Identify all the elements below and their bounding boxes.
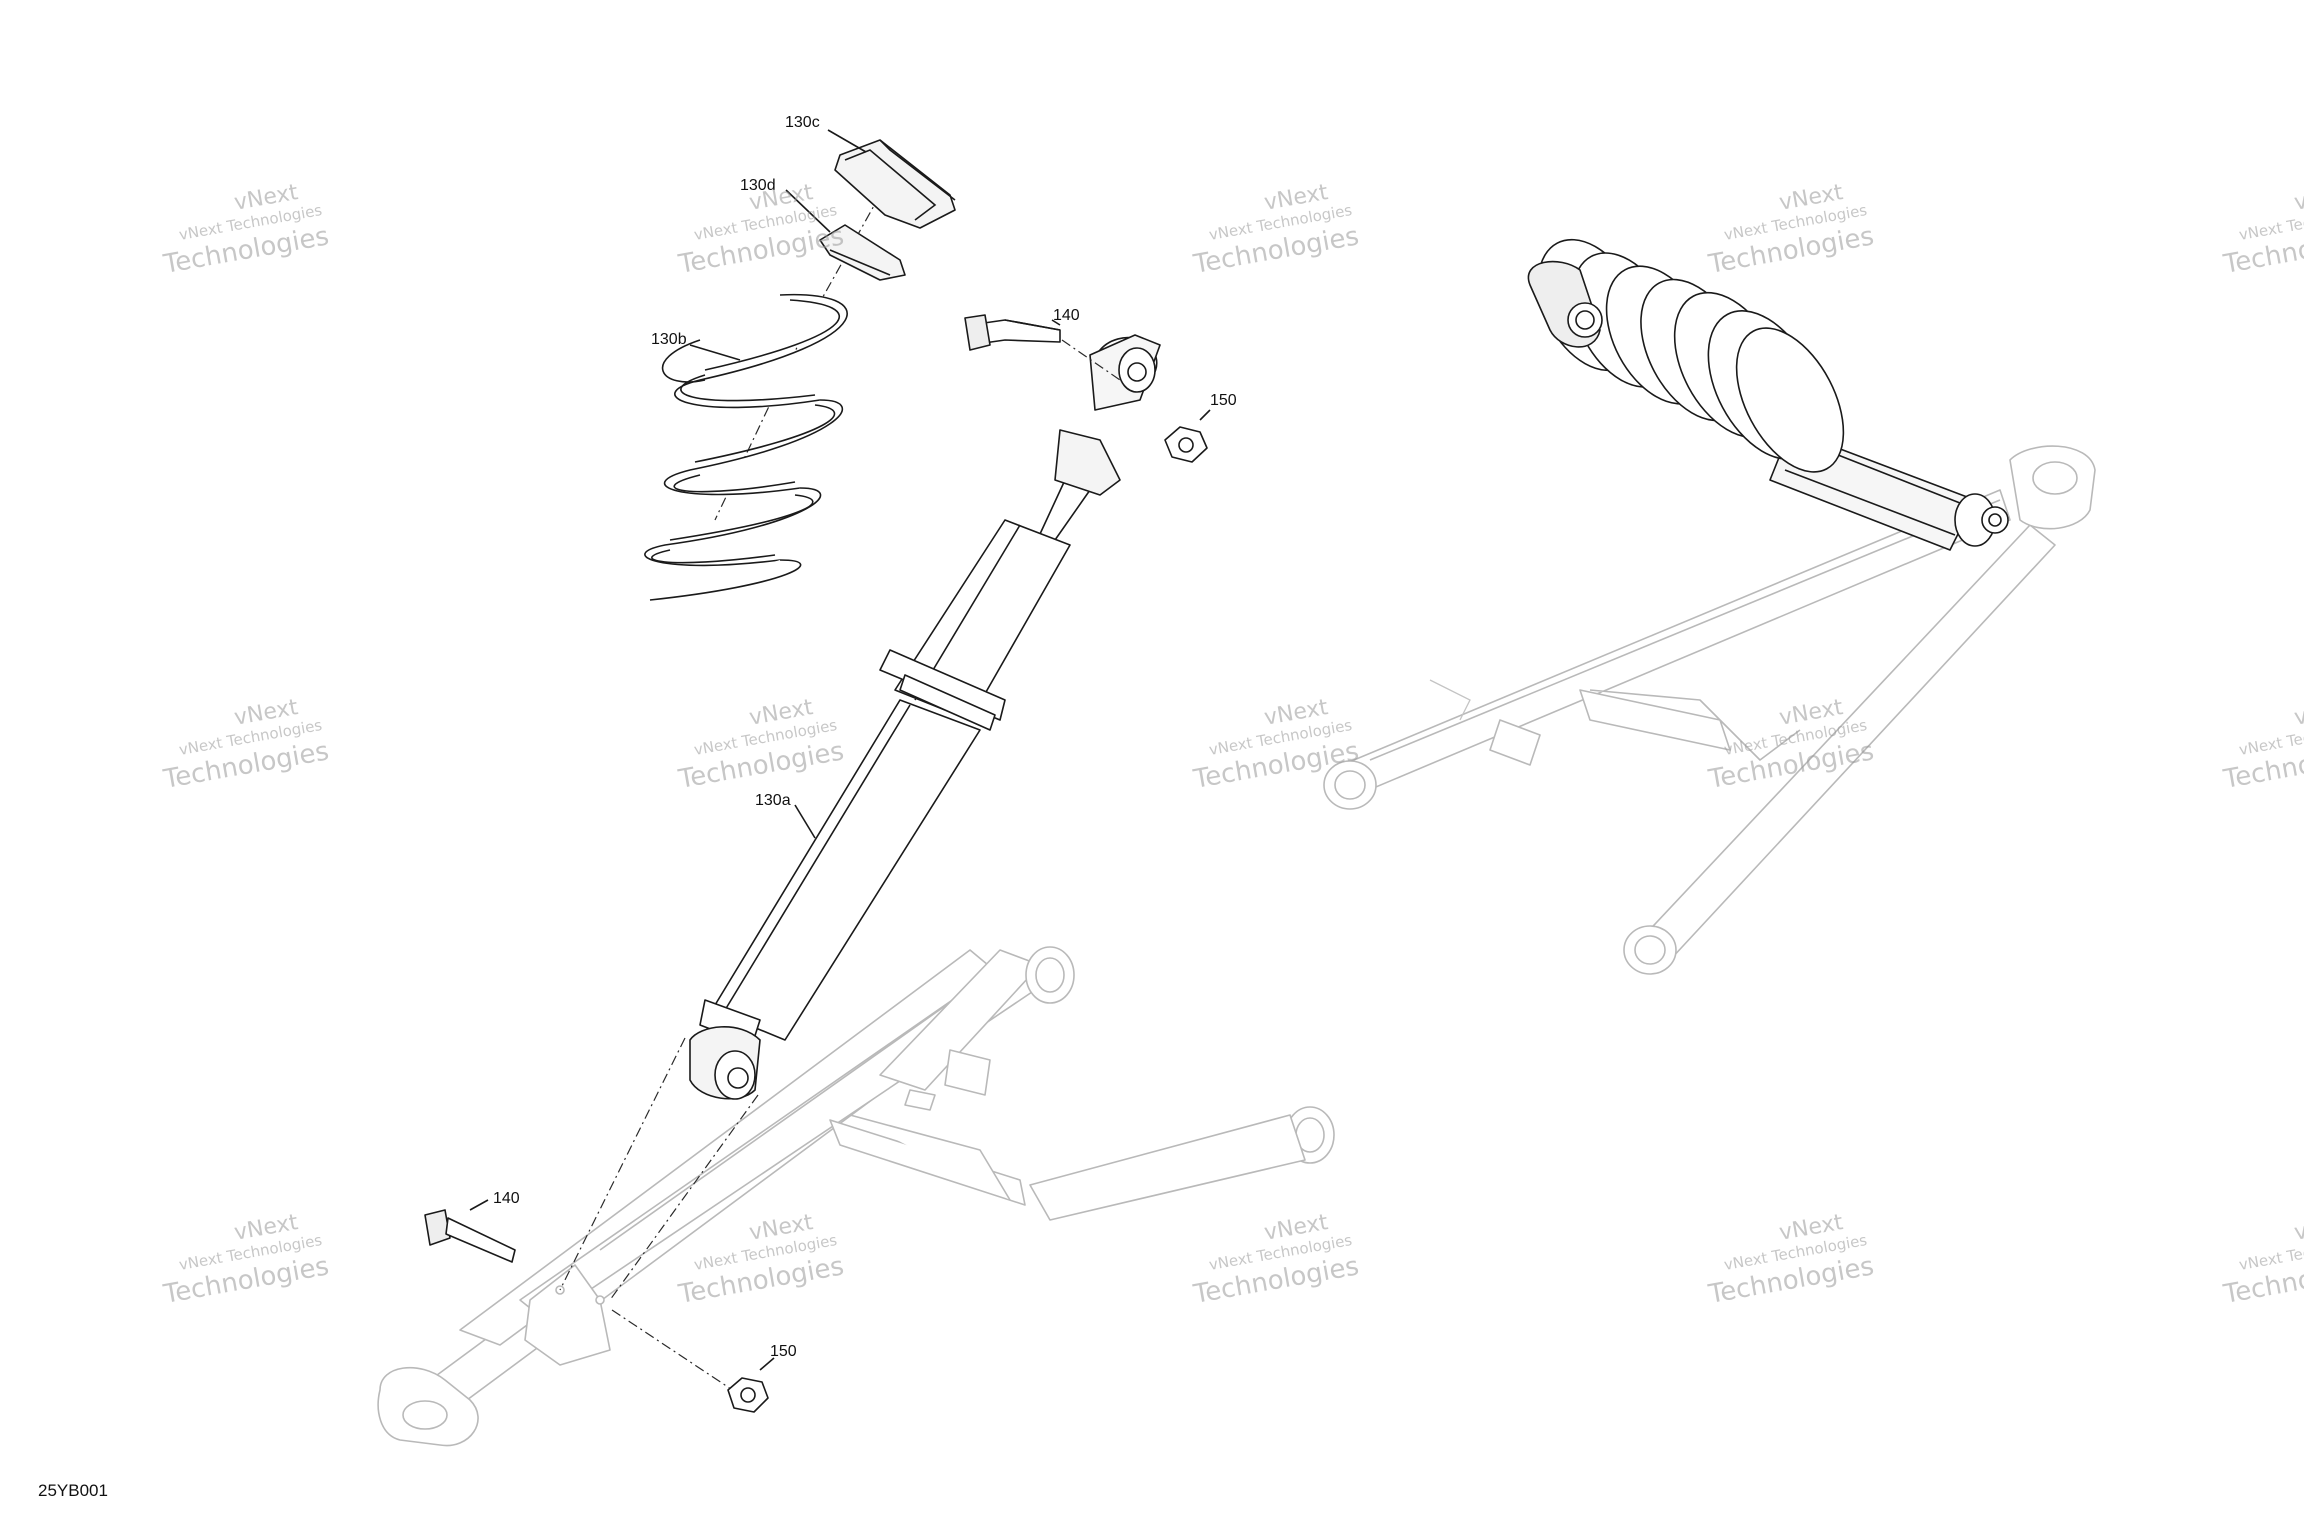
watermark-grid: vNext vNext Technologies Technologies vN… bbox=[161, 180, 2304, 1310]
nut-150-top bbox=[1164, 426, 1208, 463]
spring-seat-130d bbox=[819, 224, 906, 281]
spring-top-cap-130c bbox=[834, 139, 956, 229]
mount-axis-line-right bbox=[609, 1094, 759, 1301]
callout-130c: 130c bbox=[785, 114, 820, 131]
bolt-140-top-axis bbox=[1061, 339, 1121, 381]
callout-150-top: 150 bbox=[1210, 392, 1237, 409]
watermark: vNext vNext Technologies Technologies bbox=[676, 180, 847, 280]
lower-control-arm-right bbox=[1323, 445, 2096, 975]
watermark: vNext vNext Technologies Technologies bbox=[1191, 695, 1362, 795]
svg-text:vNext: vNext bbox=[2292, 1210, 2304, 1246]
watermark: vNext vNext Technologies Technologies bbox=[161, 695, 332, 795]
watermark: vNext vNext Technologies Technologies bbox=[2221, 1210, 2304, 1310]
watermark: vNext vNext Technologies Technologies bbox=[1706, 1210, 1877, 1310]
assembled-shock-absorber bbox=[1527, 238, 2009, 551]
lower-control-arm-left bbox=[377, 946, 1335, 1447]
mount-axis-line-left bbox=[559, 1037, 686, 1291]
watermark: vNext vNext Technologies Technologies bbox=[161, 180, 332, 280]
callout-140-bottom: 140 bbox=[493, 1190, 520, 1207]
callout-130a: 130a bbox=[755, 792, 791, 809]
svg-text:vNext: vNext bbox=[2292, 695, 2304, 731]
leader-140-bottom bbox=[469, 1199, 489, 1211]
coil-spring-130b bbox=[644, 293, 848, 601]
callout-150-bottom: 150 bbox=[770, 1343, 797, 1360]
leader-130c bbox=[827, 129, 867, 153]
watermark: vNext vNext Technologies Technologies bbox=[1191, 180, 1362, 280]
bolt-140-bottom bbox=[424, 1209, 516, 1263]
leader-150-top bbox=[1199, 409, 1211, 421]
watermark: vNext vNext Technologies Technologies bbox=[676, 695, 847, 795]
svg-text:vNext: vNext bbox=[2292, 180, 2304, 216]
leader-130b bbox=[689, 344, 741, 361]
watermark: vNext vNext Technologies Technologies bbox=[1706, 695, 1877, 795]
leader-130d bbox=[785, 189, 831, 233]
bolt-140-top bbox=[964, 314, 1061, 351]
nut-axis-line bbox=[611, 1309, 741, 1396]
diagram-reference-id: 25YB001 bbox=[38, 1481, 108, 1500]
assembled-spring bbox=[1537, 238, 1845, 473]
callout-130b: 130b bbox=[651, 331, 687, 348]
leader-130a bbox=[794, 804, 816, 839]
watermark: vNext vNext Technologies Technologies bbox=[1706, 180, 1877, 280]
nut-150-bottom bbox=[727, 1377, 769, 1413]
watermark: vNext vNext Technologies Technologies bbox=[2221, 180, 2304, 280]
callout-140-top: 140 bbox=[1053, 307, 1080, 324]
watermark: vNext vNext Technologies Technologies bbox=[1191, 1210, 1362, 1310]
shock-absorber-130a bbox=[689, 334, 1161, 1100]
leader-140-top bbox=[1051, 319, 1061, 326]
watermark: vNext vNext Technologies Technologies bbox=[2221, 695, 2304, 795]
watermark: vNext vNext Technologies Technologies bbox=[161, 1210, 332, 1310]
callout-130d: 130d bbox=[740, 177, 776, 194]
leader-150-bottom bbox=[759, 1357, 775, 1371]
